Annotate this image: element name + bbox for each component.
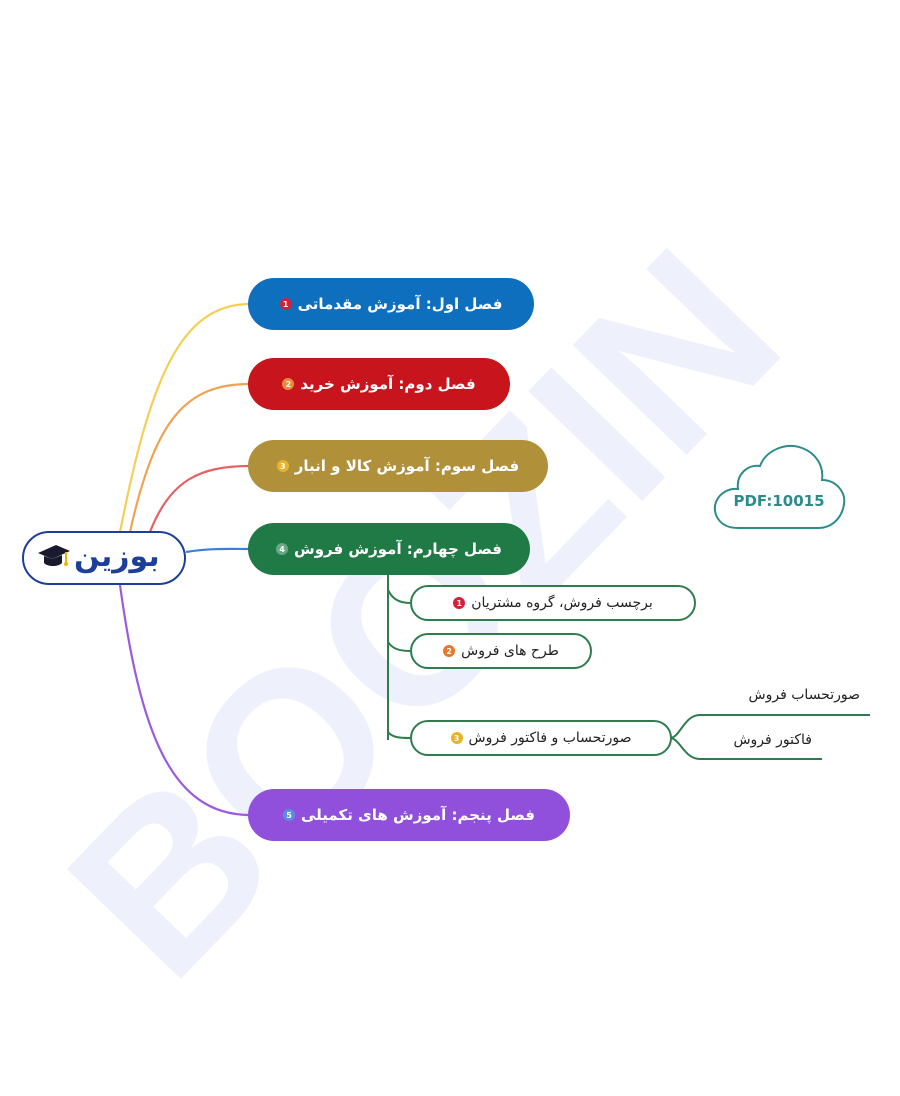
subtopic-sales-labels[interactable]: برچسب فروش، گروه مشتریان 1 (410, 585, 696, 621)
priority-1-badge: 1 (279, 298, 292, 310)
topic-label: فصل چهارم: آموزش فروش (294, 540, 502, 558)
topic-label: فصل دوم: آموزش خرید (300, 375, 476, 393)
topic-label: فصل اول: آموزش مقدماتی (297, 295, 503, 313)
topic-chapter-3[interactable]: فصل سوم: آموزش کالا و انبار 3 (248, 440, 548, 492)
subtopic-sales-plans[interactable]: طرح های فروش 2 (410, 633, 592, 669)
priority-2-badge: 2 (282, 378, 295, 390)
priority-5-badge: 5 (283, 809, 295, 821)
topic-label: فصل سوم: آموزش کالا و انبار (294, 457, 520, 475)
topic-chapter-5[interactable]: فصل پنجم: آموزش های تکمیلی 5 (248, 789, 570, 841)
priority-2-badge: 2 (443, 645, 456, 657)
priority-1-badge: 1 (453, 597, 466, 609)
subtopic-label: برچسب فروش، گروه مشتریان (471, 595, 653, 611)
cloud-icon (713, 445, 846, 529)
subtopic-label: طرح های فروش (461, 643, 559, 659)
subtopic-invoice[interactable]: صورتحساب و فاکتور فروش 3 (410, 720, 672, 756)
leaf-sales-bill[interactable]: صورتحساب فروش (748, 687, 860, 703)
topic-chapter-1[interactable]: فصل اول: آموزش مقدماتی 1 (248, 278, 534, 330)
priority-3-badge: 3 (276, 460, 289, 472)
subtopic-label: صورتحساب و فاکتور فروش (468, 730, 632, 746)
pdf-id-label: PDF:10015 (733, 492, 825, 510)
pdf-cloud-callout[interactable]: PDF:10015 (708, 440, 850, 532)
priority-3-badge: 3 (450, 732, 463, 744)
priority-4-badge: 4 (276, 543, 289, 555)
topic-label: فصل پنجم: آموزش های تکمیلی (301, 806, 535, 824)
leaf-sales-invoice[interactable]: فاکتور فروش (733, 732, 812, 748)
logo-text: بوزین (74, 539, 160, 574)
topic-chapter-2[interactable]: فصل دوم: آموزش خرید 2 (248, 358, 510, 410)
central-logo[interactable]: بوزین (22, 531, 186, 585)
topic-chapter-4[interactable]: فصل چهارم: آموزش فروش 4 (248, 523, 530, 575)
graduation-cap-icon (38, 545, 70, 566)
